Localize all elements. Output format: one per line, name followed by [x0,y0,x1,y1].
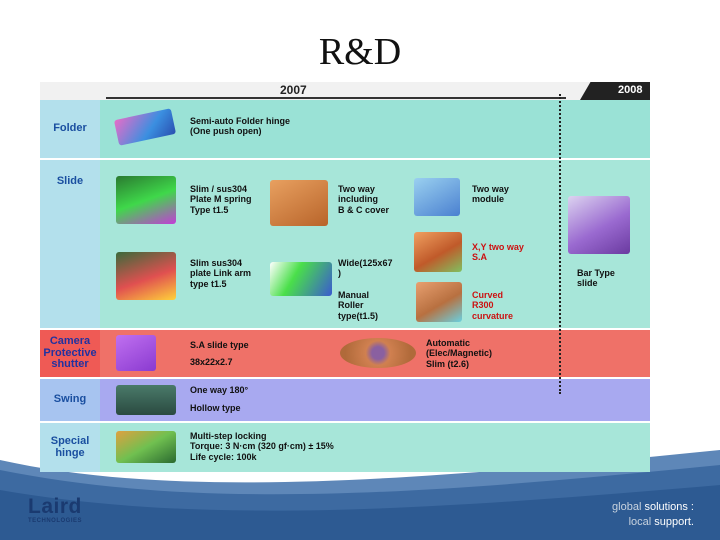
timeline-bar: 2007 2008 [40,82,650,100]
camera-image-2 [340,338,416,368]
swing-item-1: One way 180° [190,385,249,395]
row-camera-shutter: Camera Protective shutter S.A slide type… [40,330,650,377]
slide-image-8 [416,282,462,322]
slide-image-6 [414,232,462,272]
row-label-swing: Swing [40,379,100,421]
row-swing: Swing One way 180° Hollow type [40,379,650,421]
camera-item-1-size: 38x22x2.7 [190,357,233,367]
slide-item-1: Slim / sus304 Plate M spring Type t1.5 [190,184,252,215]
slide-image-5 [270,262,332,296]
folder-hinge-image [113,108,177,146]
roadmap-panel: 2007 2008 Folder Semi-auto Folder hinge … [40,82,650,472]
camera-image-1 [116,335,156,371]
slide-item-4: Slim sus304 plate Link arm type t1.5 [190,258,252,289]
timeline-arrow [106,97,566,99]
slide-item-2: Two way including B & C cover [338,184,390,215]
logo-sub: TECHNOLOGIES [28,518,83,524]
year-2008-label: 2008 [618,84,643,96]
slide-image-2 [270,180,328,226]
camera-item-1: S.A slide type [190,340,249,350]
tagline-solutions: solutions : [641,501,694,513]
laird-logo: Laird TECHNOLOGIES [28,495,82,524]
slide-image-1 [116,176,176,224]
slide-image-4 [116,252,176,300]
row-label-folder: Folder [40,100,100,158]
tagline-support: support. [651,515,694,528]
slide-item-3: Two way module [472,184,509,205]
slide-image-3 [414,178,460,216]
slide-item-5: Wide(125x67 ) [338,258,393,279]
row-label-special: Special hinge [40,423,100,472]
logo-name: Laird [28,495,82,518]
tagline-local: local [628,515,652,528]
year-divider-line [559,94,561,394]
bottom-wave-background [0,450,720,540]
row-folder: Folder Semi-auto Folder hinge (One push … [40,100,650,158]
slide-title: R&D [318,31,402,73]
slide-item-9: Bar Type slide [577,268,615,289]
special-item-1: Multi-step locking Torque: 3 N·cm (320 g… [190,431,334,462]
camera-item-2: Automatic (Elec/Magnetic) Slim (t2.6) [426,338,493,369]
row-special-hinge: Special hinge Multi-step locking Torque:… [40,423,650,472]
special-hinge-image [116,431,176,463]
row-slide: Slide Slim / sus304 Plate M spring Type … [40,160,650,328]
tagline: global solutions : local support. [612,500,694,530]
folder-item-1: Semi-auto Folder hinge (One push open) [190,116,291,137]
year-2008-badge [580,82,650,100]
swing-image [116,385,176,415]
tagline-global: global [612,501,642,513]
slide-item-6: X,Y two way S.A [472,242,524,263]
slide-item-8: Curved R300 curvature [472,290,514,321]
row-label-slide: Slide [40,160,100,328]
swing-item-2: Hollow type [190,403,241,413]
slide-item-7: Manual Roller type(t1.5) [338,290,379,321]
year-2007-label: 2007 [280,83,307,97]
slide-image-9 [568,196,630,254]
row-label-camera: Camera Protective shutter [40,330,100,377]
